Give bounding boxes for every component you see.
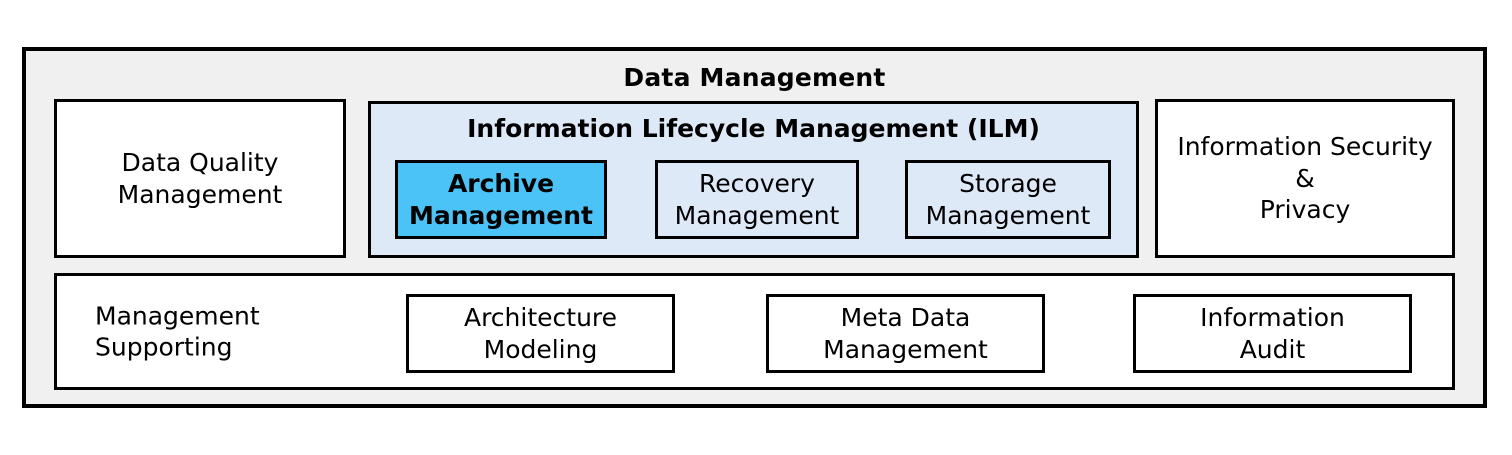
box-information-security-and-privacy[interactable]: Information Security & Privacy bbox=[1155, 99, 1455, 258]
box-architecture-modeling[interactable]: Architecture Modeling bbox=[406, 294, 675, 373]
box-information-audit-label: Information Audit bbox=[1200, 303, 1345, 364]
box-recovery-management[interactable]: Recovery Management bbox=[655, 160, 859, 239]
page-title: Data Management bbox=[623, 63, 886, 92]
box-architecture-modeling-label: Architecture Modeling bbox=[463, 303, 618, 364]
box-storage-management-label: Storage Management bbox=[925, 169, 1091, 230]
box-meta-data-management-label: Meta Data Management bbox=[823, 303, 988, 364]
panel-management-supporting: Management Supporting Architecture Model… bbox=[54, 273, 1455, 390]
box-meta-data-management[interactable]: Meta Data Management bbox=[766, 294, 1045, 373]
data-management-frame: Data Management Data Quality Management … bbox=[22, 47, 1487, 408]
box-archive-management[interactable]: Archive Management bbox=[395, 160, 607, 239]
box-information-security-and-privacy-label: Information Security & Privacy bbox=[1177, 132, 1433, 225]
box-data-quality-management-label: Data Quality Management bbox=[117, 148, 283, 209]
box-storage-management[interactable]: Storage Management bbox=[905, 160, 1111, 239]
panel-information-lifecycle-management: Information Lifecycle Management (ILM) A… bbox=[368, 101, 1139, 258]
panel-ilm-title: Information Lifecycle Management (ILM) bbox=[467, 114, 1040, 143]
box-recovery-management-label: Recovery Management bbox=[674, 169, 840, 230]
box-information-audit[interactable]: Information Audit bbox=[1133, 294, 1412, 373]
box-data-quality-management[interactable]: Data Quality Management bbox=[54, 99, 346, 258]
panel-management-supporting-label: Management Supporting bbox=[95, 301, 260, 362]
box-archive-management-label: Archive Management bbox=[408, 169, 594, 230]
